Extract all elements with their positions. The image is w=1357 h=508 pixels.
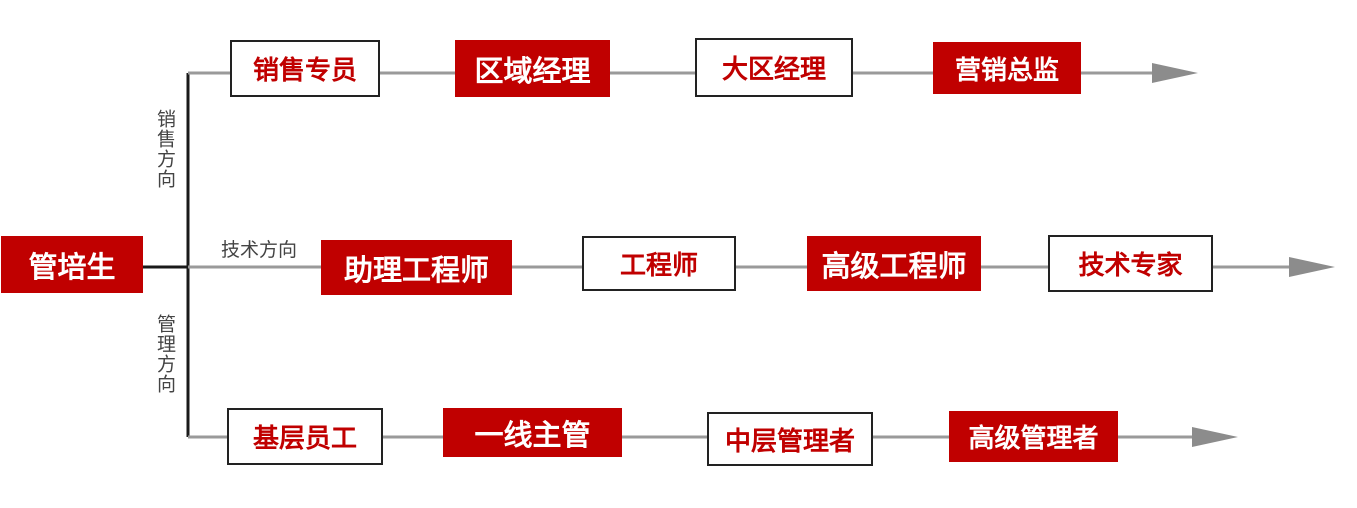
node-technical-expert: 技术专家 — [1048, 235, 1213, 292]
root-node: 管培生 — [1, 236, 143, 293]
node-engineer: 工程师 — [582, 236, 736, 291]
node-marketing-director: 营销总监 — [933, 42, 1081, 94]
node-sales-specialist: 销售专员 — [230, 40, 380, 97]
mgmt-path-arrow — [1192, 427, 1238, 447]
node-entry-staff: 基层员工 — [227, 408, 383, 465]
tech-direction-label: 技术方向 — [221, 239, 298, 261]
node-regional-manager: 区域经理 — [455, 40, 610, 97]
sales-direction-label: 销售方向 — [154, 109, 176, 189]
node-middle-manager: 中层管理者 — [707, 412, 873, 466]
node-assistant-engineer: 助理工程师 — [321, 240, 512, 295]
mgmt-direction-label: 管理方向 — [154, 314, 176, 394]
node-frontline-supervisor: 一线主管 — [443, 408, 622, 457]
sales-path-arrow — [1152, 63, 1198, 83]
tech-path-arrow — [1289, 257, 1335, 277]
node-senior-engineer: 高级工程师 — [807, 236, 981, 291]
node-district-manager: 大区经理 — [695, 38, 853, 97]
node-senior-manager: 高级管理者 — [949, 411, 1118, 462]
